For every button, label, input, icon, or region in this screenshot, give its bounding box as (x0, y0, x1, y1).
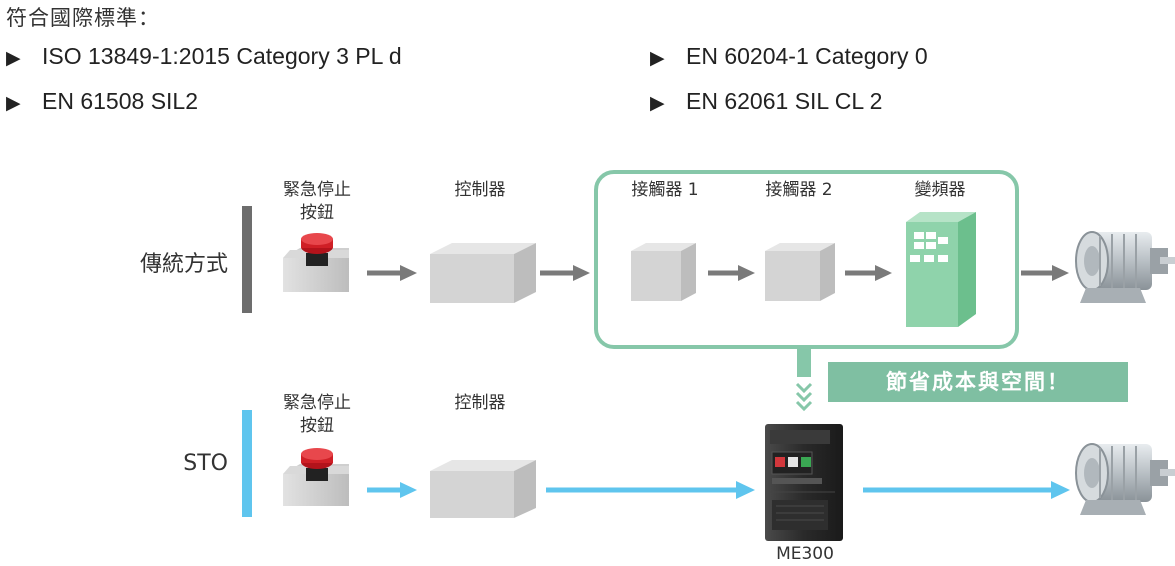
arrow-icon (1021, 265, 1069, 281)
arrow-icon (863, 481, 1070, 499)
emergency-stop-icon (283, 448, 349, 506)
arrow-icon (708, 265, 755, 281)
drive-icon (765, 424, 843, 541)
triangle-bullet-icon: ▶ (650, 48, 665, 69)
arrow-icon (367, 265, 417, 281)
triangle-bullet-icon: ▶ (6, 93, 21, 114)
triangle-bullet-icon: ▶ (6, 48, 21, 69)
inverter-icon (906, 212, 976, 327)
sto-row-bar (242, 410, 252, 517)
controller-box-icon (430, 460, 536, 518)
standard-text: EN 61508 SIL2 (42, 88, 199, 114)
estop-label: 緊急停止 按鈕 (283, 180, 351, 223)
standard-item: ▶ EN 60204-1 Category 0 (650, 43, 928, 70)
chevron-down-icon (795, 347, 813, 412)
standard-text: EN 60204-1 Category 0 (686, 43, 928, 69)
controller-label: 控制器 (454, 180, 506, 200)
arrow-icon (367, 482, 417, 498)
standard-item: ▶ EN 62061 SIL CL 2 (650, 88, 882, 115)
drive-label: ME300 (776, 544, 834, 564)
motor-icon (1075, 443, 1175, 515)
contactor-box-icon (631, 243, 696, 301)
standard-item: ▶ ISO 13849-1:2015 Category 3 PL d (6, 43, 402, 70)
savings-callout: 節省成本與空間！ (828, 362, 1128, 402)
sto-row-label: STO (183, 451, 228, 476)
standard-item: ▶ EN 61508 SIL2 (6, 88, 198, 115)
controller-label: 控制器 (454, 393, 506, 413)
estop-label: 緊急停止 按鈕 (283, 393, 351, 436)
arrow-icon (540, 265, 590, 281)
traditional-row-bar (242, 206, 252, 313)
standard-text: ISO 13849-1:2015 Category 3 PL d (42, 43, 402, 69)
motor-icon (1075, 231, 1175, 303)
controller-box-icon (430, 243, 536, 303)
standards-heading: 符合國際標準： (6, 6, 160, 30)
emergency-stop-icon (283, 233, 349, 292)
contactor-box-icon (765, 243, 835, 301)
triangle-bullet-icon: ▶ (650, 93, 665, 114)
contactor2-label: 接觸器 2 (765, 180, 833, 200)
arrow-icon (845, 265, 892, 281)
standard-text: EN 62061 SIL CL 2 (686, 88, 883, 114)
traditional-row-label: 傳統方式 (139, 252, 228, 277)
inverter-label: 變頻器 (914, 180, 966, 200)
contactor1-label: 接觸器 1 (631, 180, 699, 200)
arrow-icon (546, 481, 755, 499)
